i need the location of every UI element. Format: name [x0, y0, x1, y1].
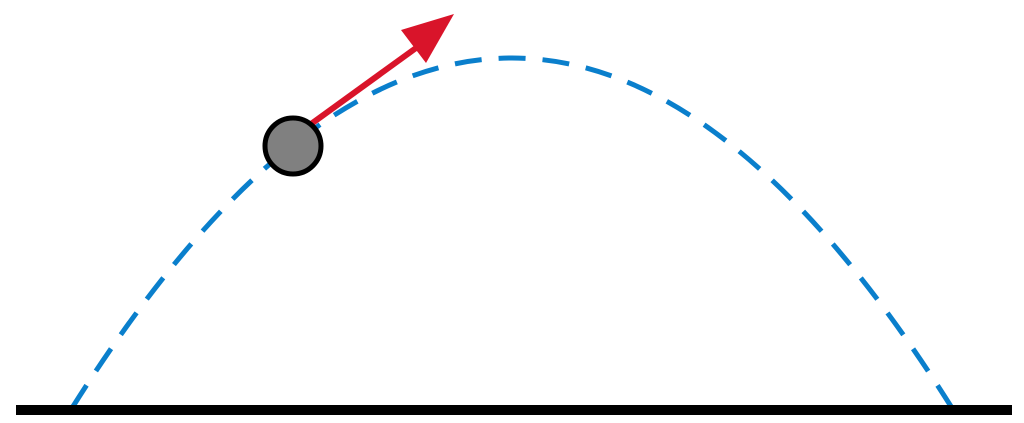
projectile-ball [262, 115, 324, 177]
trajectory-path [69, 55, 955, 410]
velocity-arrow-shaft [298, 45, 418, 135]
velocity-arrow-head [401, 14, 454, 63]
